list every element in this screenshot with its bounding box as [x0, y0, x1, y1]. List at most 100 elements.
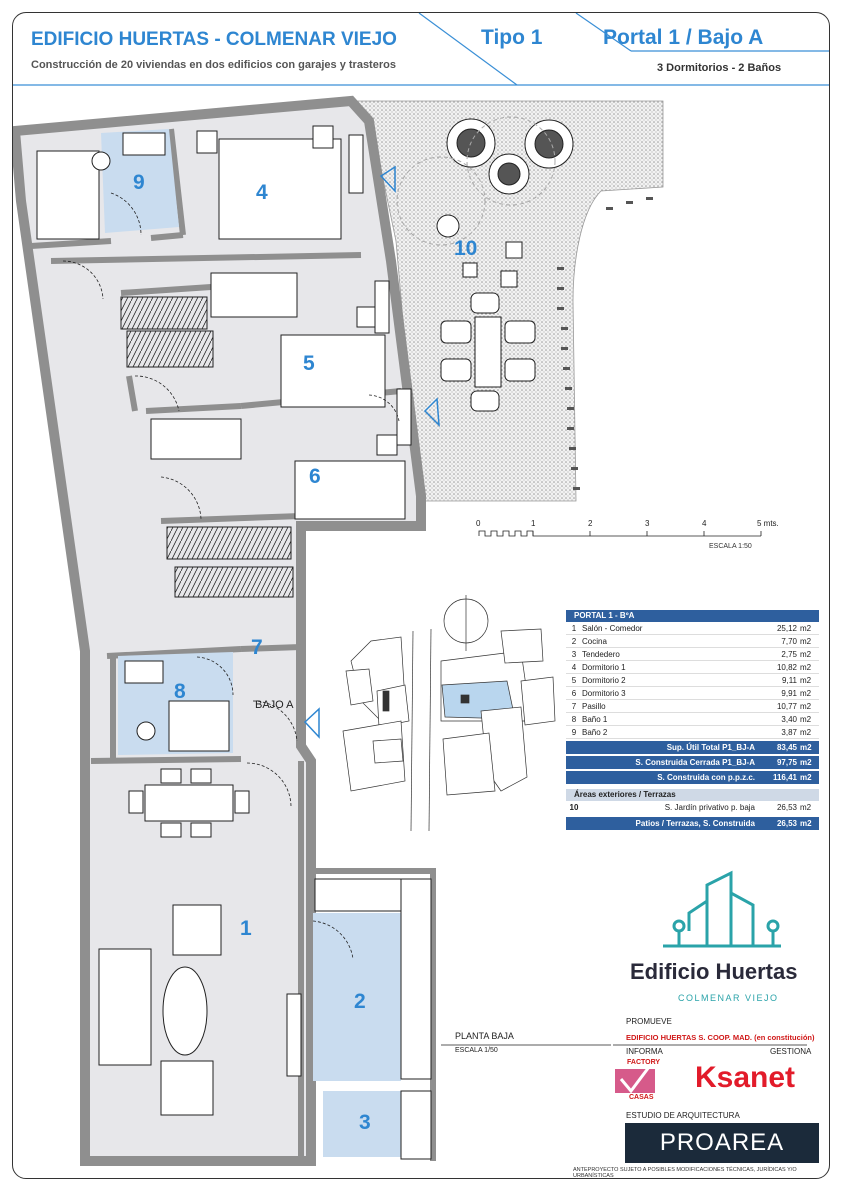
estudio-label: ESTUDIO DE ARQUITECTURA	[626, 1111, 740, 1120]
unit-rooms-summary: 3 Dormitorios - 2 Baños	[657, 62, 782, 74]
row-area: 9,11	[782, 676, 797, 685]
row-number: 7	[571, 702, 577, 711]
row-unit: m2	[800, 650, 812, 659]
room-number-5: 5	[303, 352, 315, 375]
row-number: 9	[571, 728, 577, 737]
row-unit: m2	[800, 676, 812, 685]
plan-scale: ESCALA 1/50	[455, 1047, 498, 1054]
total-area: 116,41	[772, 773, 797, 782]
project-title: EDIFICIO HUERTAS - COLMENAR VIEJO	[31, 29, 397, 50]
floor-plan-sheet: EDIFICIO HUERTAS - COLMENAR VIEJO Constr…	[12, 12, 830, 1179]
row-area: 2,75	[781, 650, 797, 659]
fixtures	[36, 125, 432, 1160]
row-number: 6	[571, 689, 577, 698]
total-unit: m2	[800, 773, 812, 782]
promueve-value: EDIFICIO HUERTAS S. COOP. MAD. (en const…	[626, 1033, 815, 1042]
promueve-label: PROMUEVE	[626, 1017, 672, 1026]
total-unit: m2	[800, 758, 812, 767]
floor-plan-drawing	[13, 13, 829, 1166]
row-area: 10,82	[776, 663, 797, 672]
brand-logo	[663, 870, 781, 948]
exterior-area-name: S. Jardín privativo p. baja	[664, 803, 755, 812]
scale-tick-4: 4	[702, 519, 707, 528]
room-number-9: 9	[133, 171, 145, 194]
row-unit: m2	[800, 624, 812, 633]
brand-name: Edificio Huertas	[630, 959, 798, 984]
scale-tick-3: 3	[645, 519, 650, 528]
room-number-1: 1	[240, 917, 252, 940]
total-area: 97,75	[776, 758, 797, 767]
factory-logo-mark	[615, 1066, 655, 1094]
row-unit: m2	[800, 637, 812, 646]
unit-type: Tipo 1	[481, 26, 543, 49]
row-area: 10,77	[776, 702, 797, 711]
total-unit: m2	[800, 743, 812, 752]
header-frame	[13, 13, 829, 86]
entrance-label: BAJO A	[255, 699, 294, 711]
row-unit: m2	[800, 728, 812, 737]
total-label: S. Construida con p.p.z.c.	[657, 773, 755, 782]
plan-title: PLANTA BAJA	[455, 1031, 514, 1041]
factory-text-top: FACTORY	[627, 1059, 661, 1066]
room-number-2: 2	[354, 990, 366, 1013]
row-number: 4	[571, 663, 577, 672]
exterior-area-unit: m2	[800, 803, 812, 812]
row-area: 3,87	[781, 728, 797, 737]
row-name: Pasillo	[582, 702, 606, 711]
exterior-area-row: 10 S. Jardín privativo p. baja 26,53 m2	[566, 801, 819, 815]
row-name: Baño 2	[582, 728, 608, 737]
gestiona-label: GESTIONA	[770, 1047, 812, 1056]
brand-city: COLMENAR VIEJO	[678, 993, 779, 1003]
row-number: 1	[571, 624, 577, 633]
scale-bar	[478, 530, 762, 537]
total-label: S. Construida Cerrada P1_BJ-A	[635, 758, 755, 767]
room-number-8: 8	[174, 680, 186, 703]
project-subtitle: Construcción de 20 viviendas en dos edif…	[31, 59, 396, 71]
area-table-title: PORTAL 1 - BºA	[566, 610, 819, 622]
disclaimer: ANTEPROYECTO SUJETO A POSIBLES MODIFICAC…	[573, 1167, 797, 1179]
room-number-10: 10	[454, 237, 478, 260]
row-number: 3	[571, 650, 577, 659]
row-name: Tendedero	[582, 650, 620, 659]
exterior-total-unit: m2	[800, 819, 812, 828]
exterior-total-value: 26,53	[776, 819, 797, 828]
exterior-areas-title: Áreas exteriores / Terrazas	[566, 789, 819, 801]
row-number: 8	[571, 715, 577, 724]
exterior-total-label: Patios / Terrazas, S. Construida	[635, 819, 755, 828]
room-number-6: 6	[309, 465, 321, 488]
row-number: 2	[571, 637, 577, 646]
ksanet-logo: Ksanet	[695, 1061, 796, 1094]
unit-portal: Portal 1 / Bajo A	[603, 26, 764, 49]
scale-tick-1: 1	[531, 519, 536, 528]
row-unit: m2	[800, 663, 812, 672]
door-swings	[62, 192, 400, 960]
proarea-logo: PROAREA	[625, 1123, 819, 1163]
total-area: 83,45	[776, 743, 797, 752]
row-area: 3,40	[781, 715, 797, 724]
row-name: Dormitorio 3	[582, 689, 626, 698]
garden-posts	[557, 197, 653, 490]
room-number-4: 4	[256, 181, 268, 204]
room-number-7: 7	[251, 636, 263, 659]
row-name: Salón - Comedor	[582, 624, 643, 633]
row-number: 5	[571, 676, 577, 685]
scale-caption: ESCALA 1:50	[709, 543, 752, 550]
row-area: 7,70	[781, 637, 797, 646]
scale-tick-0: 0	[476, 519, 481, 528]
informa-label: INFORMA	[626, 1047, 663, 1056]
row-unit: m2	[800, 715, 812, 724]
row-name: Dormitorio 1	[582, 663, 626, 672]
laundry-floor	[323, 1091, 401, 1157]
total-label: Sup. Útil Total P1_BJ-A	[666, 743, 755, 752]
